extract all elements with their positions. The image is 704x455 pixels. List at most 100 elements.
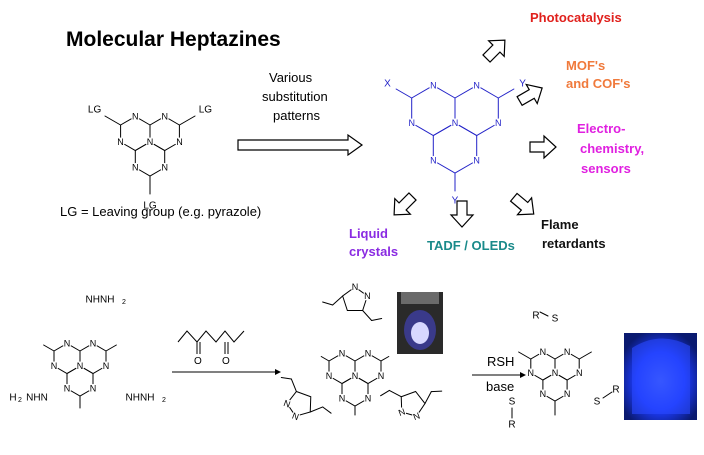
nitrogen-atom: N: [117, 137, 124, 147]
sulfur-top: S: [552, 314, 559, 325]
application-liquid-line-2: crystals: [349, 244, 398, 259]
substituent-y-label: Y: [452, 196, 459, 207]
pyrazole-nitrogen: N: [352, 282, 359, 292]
application-mof-line-2: and COF's: [566, 76, 631, 91]
hydrazino-label-top: NHNH: [86, 295, 115, 306]
nitrogen-atom: N: [352, 371, 359, 381]
sulfur-right: S: [594, 397, 601, 408]
oxygen-label-2: O: [222, 356, 230, 367]
nitrogen-atom: N: [326, 371, 333, 381]
nitrogen-atom: N: [408, 118, 415, 128]
blue-luminescence-photo: [624, 333, 697, 420]
pyrazole-nitrogen: N: [397, 406, 407, 418]
nitrogen-atom: N: [576, 368, 583, 378]
pyrazole-nitrogen: N: [412, 410, 422, 422]
oxygen-label-1: O: [194, 356, 202, 367]
leaving-group-label: LG: [199, 105, 213, 116]
pyrazole-nitrogen: N: [282, 398, 292, 410]
reaction-arrow-2: [472, 372, 526, 378]
nitrogen-atom: N: [365, 394, 372, 404]
nitrogen-atom: N: [132, 163, 139, 173]
pyrazole-nitrogen: N: [291, 410, 301, 422]
nitrogen-atom: N: [540, 389, 547, 399]
nitrogen-atom: N: [51, 361, 58, 371]
heptanedione-structure: [177, 330, 245, 354]
reaction-arrow-1: [172, 369, 281, 375]
nitrogen-atom: N: [161, 112, 168, 122]
r-group-right: R: [612, 385, 619, 396]
nitrogen-atom: N: [473, 156, 480, 166]
nitrogen-atom: N: [552, 368, 559, 378]
nitrogen-atom: N: [473, 81, 480, 91]
transformation-arrow: [237, 133, 364, 157]
substituent-x-label: X: [384, 79, 391, 90]
nitrogen-atom: N: [132, 112, 139, 122]
arrow-caption-line-2: substitution: [262, 89, 328, 104]
nitrogen-atom: N: [147, 137, 154, 147]
arrow-caption-line-3: patterns: [273, 108, 320, 123]
nitrogen-atom: N: [161, 163, 168, 173]
application-tadf-oleds: TADF / OLEDs: [427, 238, 515, 253]
pyrazole-top: NN: [322, 282, 383, 322]
application-photocatalysis: Photocatalysis: [530, 10, 622, 25]
hydrazino-label-left-rest: NHN: [26, 393, 48, 404]
leaving-group-caption: LG = Leaving group (e.g. pyrazole): [60, 204, 261, 219]
arrow-tadf: [449, 200, 475, 228]
application-electrochem-line-1: Electro-: [577, 121, 625, 136]
substituted-heptazine: N N N N N N N Y X Y: [384, 79, 526, 207]
nitrogen-atom: N: [452, 118, 459, 128]
nitrogen-atom: N: [564, 389, 571, 399]
leaving-group-heptazine: N N N N N N N LG LG LG: [88, 105, 212, 212]
nitrogen-atom: N: [176, 137, 183, 147]
nitrogen-atom: N: [378, 371, 385, 381]
leaving-group-label: LG: [143, 201, 157, 212]
reagent-label: RSH: [487, 354, 514, 369]
nitrogen-atom: N: [103, 361, 110, 371]
arrow-liquid: [393, 192, 417, 216]
nitrogen-atom: N: [77, 361, 84, 371]
page-title: Molecular Heptazines: [66, 28, 281, 51]
application-flame-line-1: Flame: [541, 217, 579, 232]
r-group-top: R: [532, 311, 539, 322]
nitrogen-atom: N: [90, 384, 97, 394]
arrow-photocatalysis: [482, 39, 506, 63]
nitrogen-atom: N: [430, 81, 437, 91]
application-flame-line-2: retardants: [542, 236, 606, 251]
subscript-two: 2: [18, 397, 22, 404]
nitrogen-atom: N: [528, 368, 535, 378]
nitrogen-atom: N: [564, 347, 571, 357]
pyrazole-nitrogen: N: [364, 291, 371, 301]
arrow-mof: [516, 83, 543, 107]
nitrogen-atom: N: [339, 394, 346, 404]
nitrogen-atom: N: [365, 349, 372, 359]
leaving-group-label: LG: [88, 105, 102, 116]
nitrogen-atom: N: [339, 349, 346, 359]
hydrazino-label-right: NHNH: [126, 393, 155, 404]
application-liquid-line-1: Liquid: [349, 226, 388, 241]
substituent-y-label: Y: [519, 79, 526, 90]
subscript-two: 2: [162, 397, 166, 404]
arrow-electrochem: [529, 134, 557, 160]
nitrogen-atom: N: [540, 347, 547, 357]
vial-photo: [397, 292, 443, 354]
pyrazole-left: NN: [280, 376, 332, 422]
nitrogen-atom: N: [90, 339, 97, 349]
pyrazole-right: NN: [380, 389, 443, 422]
sulfur-left: S: [509, 397, 516, 408]
application-mof-line-1: MOF's: [566, 58, 605, 73]
subscript-two: 2: [122, 299, 126, 306]
hydrazino-label-left: H: [9, 393, 16, 404]
application-electrochem-line-2: chemistry,: [580, 141, 644, 156]
condition-label: base: [486, 379, 514, 394]
r-group-left: R: [508, 420, 515, 431]
nitrogen-atom: N: [430, 156, 437, 166]
arrow-flame: [509, 192, 535, 216]
arrow-caption-line-1: Various: [269, 70, 313, 85]
nitrogen-atom: N: [64, 384, 71, 394]
application-electrochem-line-3: sensors: [581, 161, 631, 176]
nitrogen-atom: N: [495, 118, 502, 128]
